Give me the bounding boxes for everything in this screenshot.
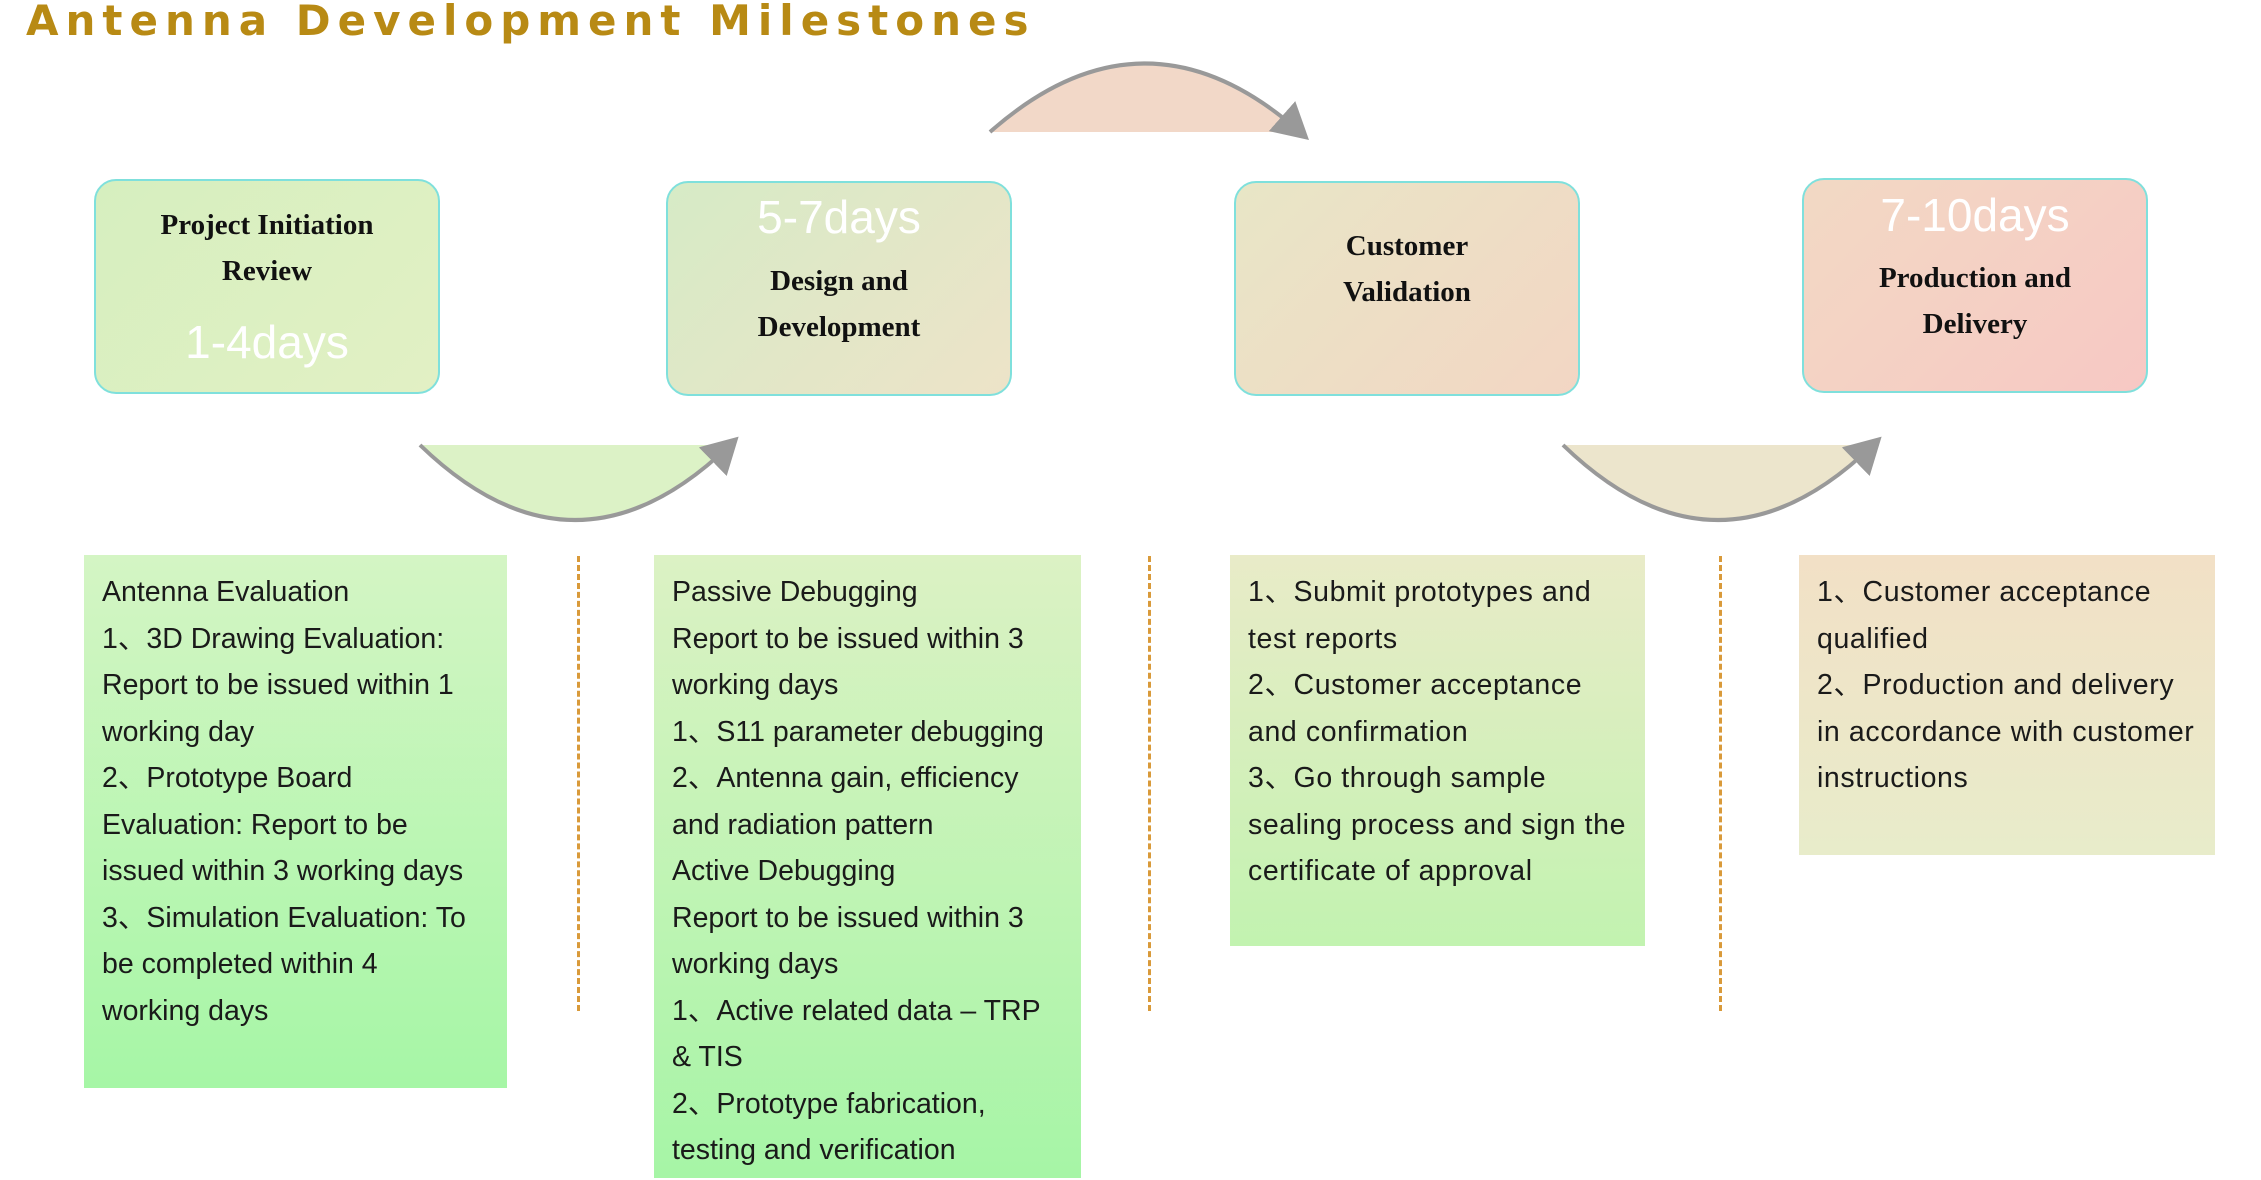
- detail-line: Antenna Evaluation: [102, 576, 350, 608]
- detail-line: 1、Active related data – TRP: [672, 994, 1041, 1027]
- stage-name-line-2: Validation: [1343, 276, 1471, 308]
- stage-name-line-1: Design and: [770, 265, 908, 297]
- stage-duration: 5-7days: [757, 191, 921, 243]
- detail-line: issued within 3 working days: [102, 855, 464, 887]
- detail-line: working day: [102, 715, 255, 748]
- detail-line: 1、Customer acceptance: [1817, 576, 2152, 608]
- stage-name-line-2: Delivery: [1922, 308, 2028, 340]
- detail-line: Report to be issued within 3: [672, 901, 1024, 934]
- stage-card-customer-validation: Customer Validation: [1234, 181, 1580, 396]
- detail-line: and confirmation: [1248, 715, 1469, 748]
- detail-line: 3、Simulation Evaluation: To: [102, 901, 466, 934]
- stage-duration: 7-10days: [1880, 189, 2070, 241]
- detail-box-production-delivery: 1、Customer acceptance qualified 2、Produc…: [1799, 555, 2215, 855]
- detail-line: Passive Debugging: [672, 576, 918, 608]
- detail-box-design-development: Passive Debugging Report to be issued wi…: [654, 555, 1081, 1178]
- divider: [1719, 556, 1722, 1011]
- detail-line: and radiation pattern: [672, 808, 934, 841]
- detail-line: working days: [102, 994, 269, 1027]
- detail-line: testing and verification: [672, 1134, 956, 1166]
- detail-line: working days: [672, 948, 839, 980]
- detail-line: Report to be issued within 1: [102, 669, 454, 701]
- detail-line: 2、Production and delivery: [1817, 669, 2175, 701]
- divider: [577, 556, 580, 1011]
- detail-line: 3、Go through sample: [1248, 762, 1547, 794]
- detail-line: in accordance with customer: [1817, 715, 2195, 748]
- stage-name-line-1: Project Initiation: [160, 209, 374, 241]
- stage-name-line-2: Development: [757, 311, 921, 343]
- stage-card-production-delivery: 7-10days Production and Delivery: [1802, 178, 2148, 393]
- detail-line: certificate of approval: [1248, 855, 1533, 887]
- detail-line: 1、3D Drawing Evaluation:: [102, 622, 445, 655]
- detail-line: Evaluation: Report to be: [102, 808, 408, 841]
- detail-line: Report to be issued within 3: [672, 622, 1024, 655]
- detail-line: 1、Submit prototypes and: [1248, 576, 1592, 608]
- stage-card-design-development: 5-7days Design and Development: [666, 181, 1012, 396]
- stage-name-line-1: Production and: [1878, 262, 2072, 294]
- detail-line: qualified: [1817, 622, 1929, 655]
- stage-card-project-initiation: Project Initiation Review 1-4days: [94, 179, 440, 394]
- detail-line: & TIS: [672, 1041, 743, 1073]
- detail-line: sealing process and sign the: [1248, 808, 1627, 841]
- stage-name-line-1: Customer: [1345, 230, 1469, 262]
- detail-box-customer-validation: 1、Submit prototypes and test reports 2、C…: [1230, 555, 1645, 946]
- detail-line: 2、Antenna gain, efficiency: [672, 762, 1019, 794]
- detail-line: 2、Prototype Board: [102, 762, 353, 794]
- detail-line: instructions: [1817, 762, 1969, 794]
- divider: [1148, 556, 1151, 1011]
- detail-line: Active Debugging: [672, 855, 896, 887]
- detail-line: 2、Prototype fabrication,: [672, 1087, 986, 1120]
- stage-duration: 1-4days: [185, 316, 349, 368]
- detail-line: 1、S11 parameter debugging: [672, 715, 1044, 748]
- detail-line: test reports: [1248, 622, 1398, 655]
- detail-line: working days: [672, 669, 839, 701]
- detail-line: be completed within 4: [102, 948, 378, 980]
- detail-line: 2、Customer acceptance: [1248, 669, 1583, 701]
- stage-name-line-2: Review: [221, 255, 313, 287]
- page-title: Antenna Development Milestones: [26, 0, 1036, 45]
- detail-box-project-initiation: Antenna Evaluation 1、3D Drawing Evaluati…: [84, 555, 507, 1088]
